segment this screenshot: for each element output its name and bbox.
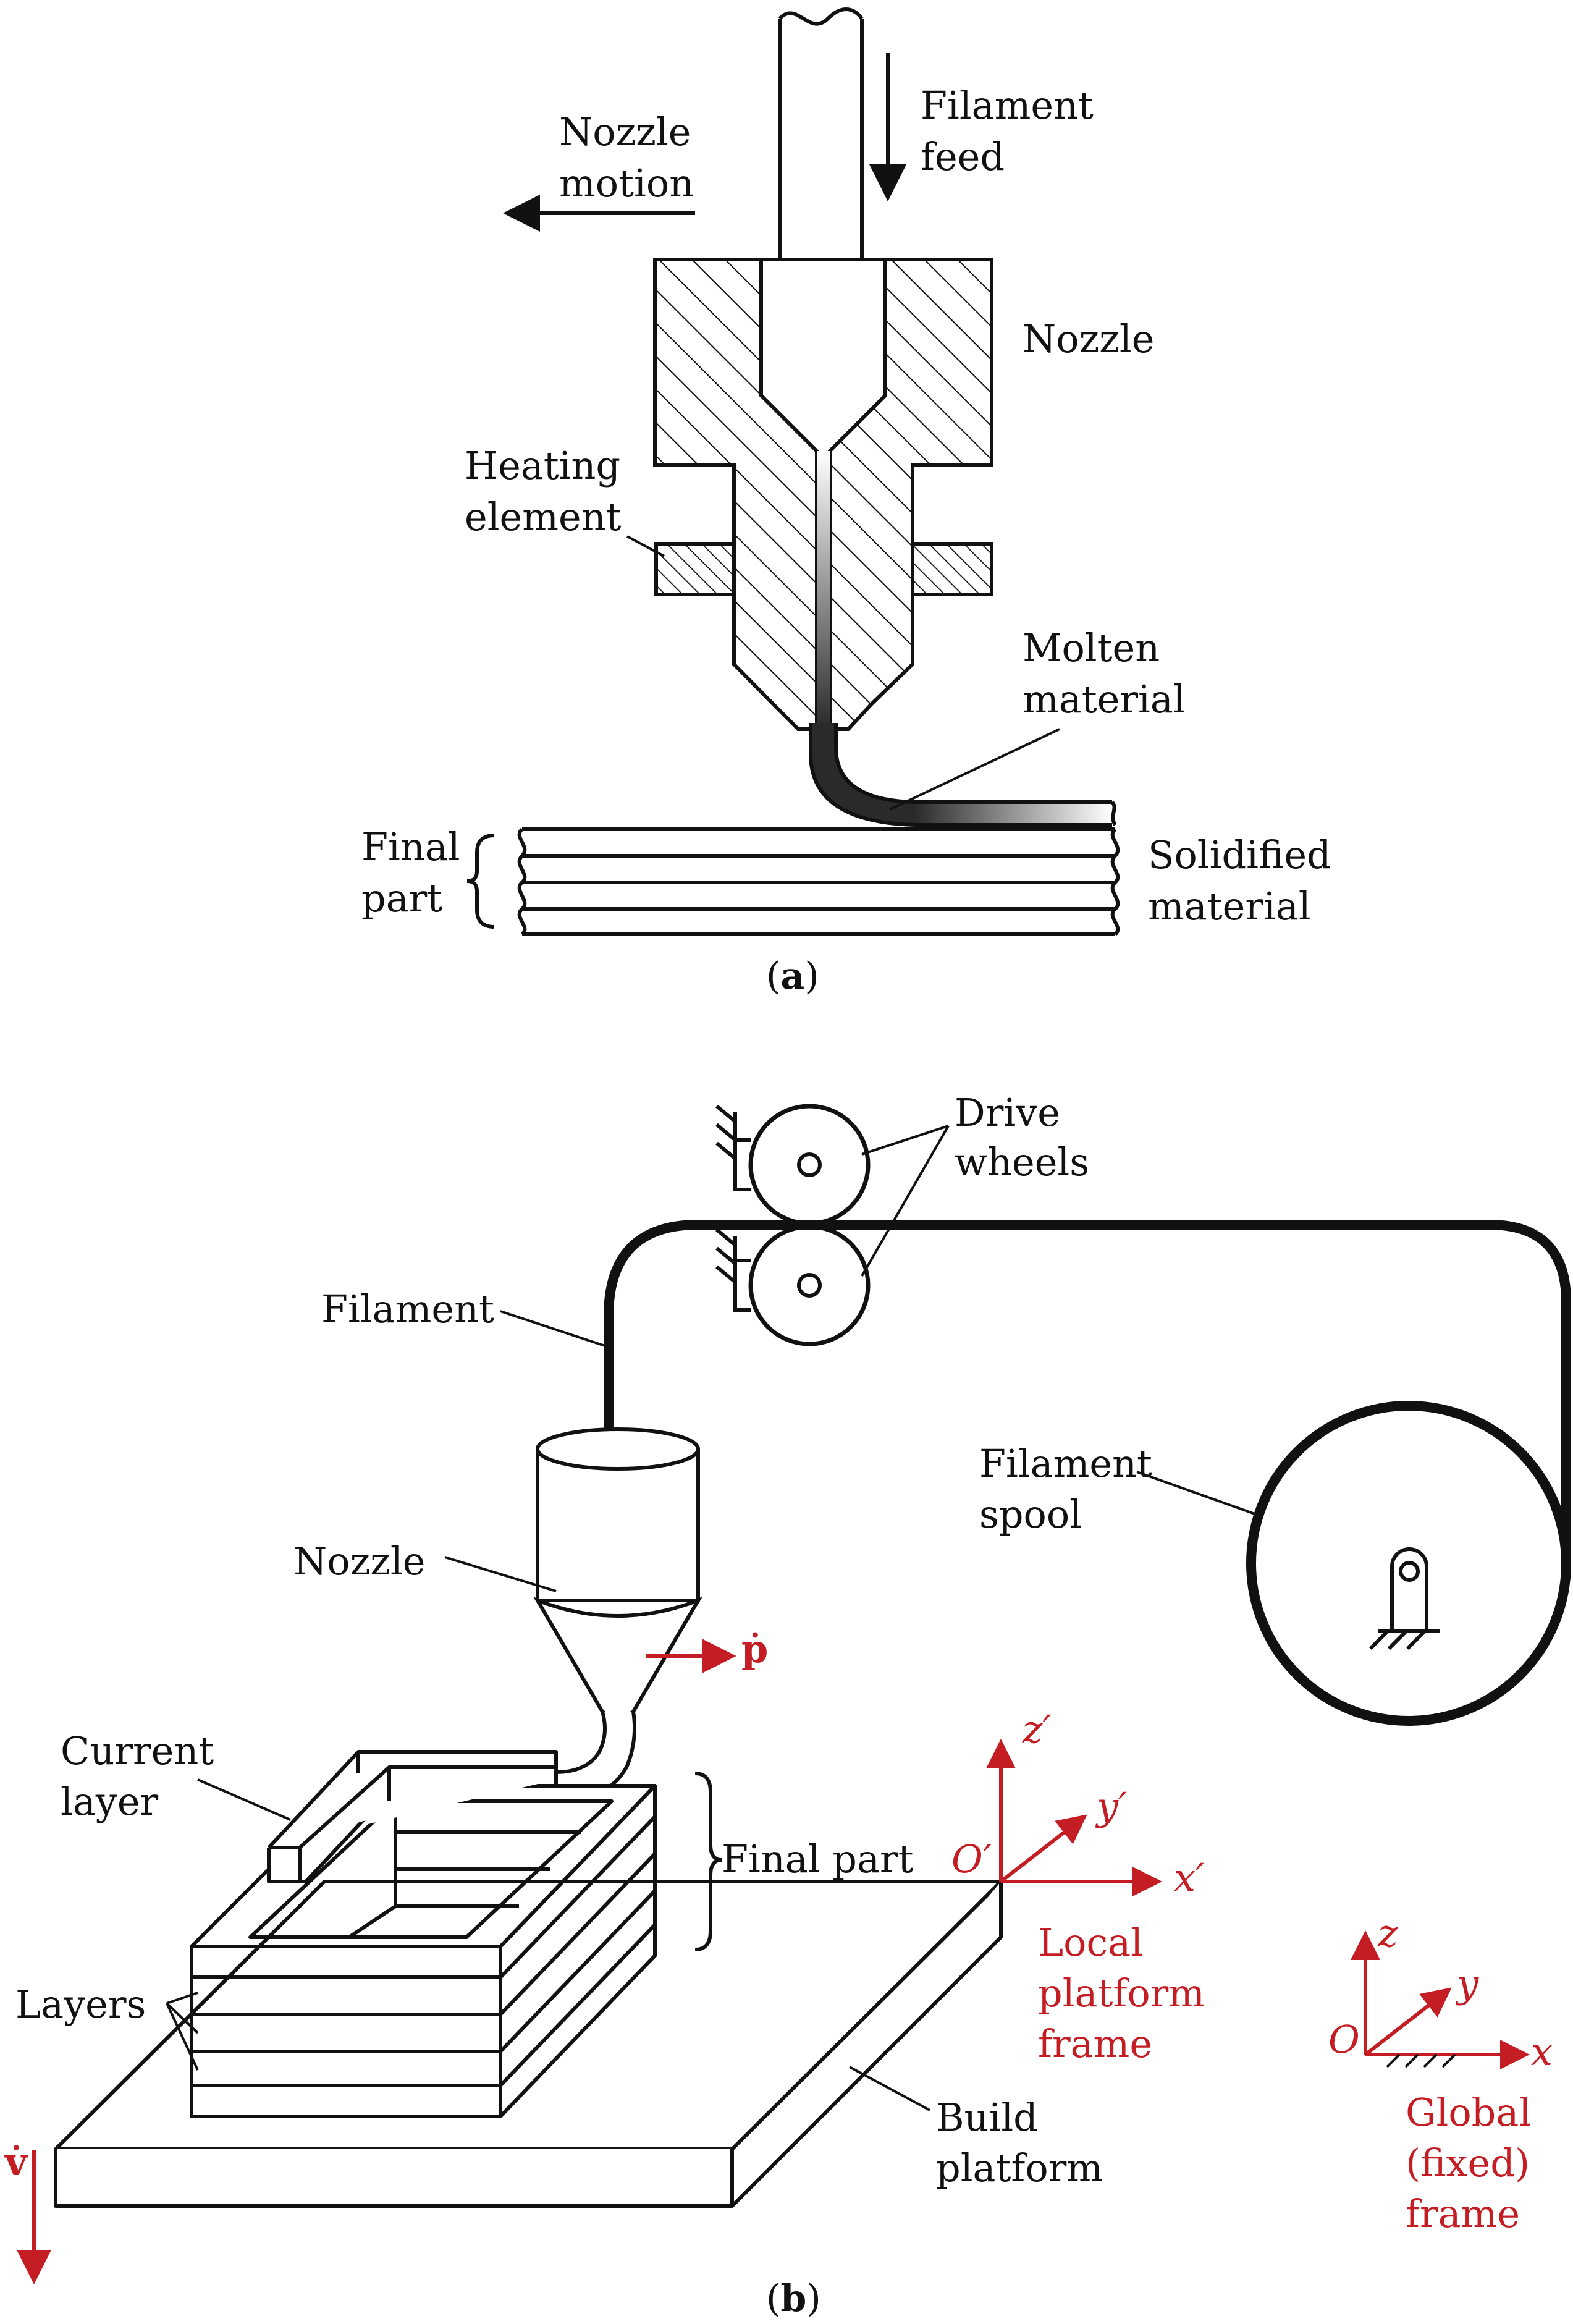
label-filament-feed: Filament feed [921,83,1106,179]
label-layers: Layers [15,1982,146,2027]
nozzle-body-a [653,258,993,731]
panel-a: Nozzle motion Filament feed Nozzle Heati… [361,7,1343,998]
molten-material-leader [889,728,1060,811]
label-nozzle-motion: Nozzle motion [559,109,703,206]
filament-spool [1246,1401,1571,1726]
caption-a: (a) [766,955,819,998]
label-solidified-material: Solidified material [1148,832,1343,929]
label-local-z: z′ [1022,1707,1052,1752]
final-part-layers-a [517,827,1120,936]
label-global-y: y [1455,1961,1479,2006]
filament-path [604,1220,1571,1557]
label-filament-b: Filament [321,1287,494,1332]
label-local-x: x′ [1174,1855,1204,1900]
final-part-b [190,1750,657,2118]
global-frame-ground-hatch [1386,2053,1456,2068]
label-v-dot: v̇ [4,2139,28,2184]
nozzle-b [533,1427,702,1804]
filament-a [778,7,864,260]
label-final-part-a: Final part [361,824,472,921]
caption-b: (b) [766,2277,821,2320]
label-p-dot: ṗ [741,1626,768,1671]
label-final-part-b: Final part [722,1836,914,1882]
label-global-fixed-frame: Global (fixed) frame [1406,2090,1543,2236]
heating-element-left [654,542,736,596]
heating-element-right [911,542,993,596]
final-part-brace-a [466,834,495,929]
label-heating-element: Heating element [465,443,633,539]
panel-b: Drive wheels Filament Filament spool Noz… [4,1090,1571,2320]
label-global-origin: O [1328,2017,1360,2062]
label-filament-spool: Filament spool [979,1441,1165,1537]
label-drive-wheels: Drive wheels [955,1090,1089,1185]
leaders-b [166,1125,1264,2111]
label-current-layer: Current layer [61,1728,226,1824]
heating-element-leader [626,535,665,557]
label-local-origin: O′ [951,1836,992,1882]
final-part-brace-b [694,1772,722,1951]
global-frame-axes [1351,1930,1530,2069]
label-global-z: z [1377,1911,1398,1956]
local-platform-frame-axes [986,1739,1162,1896]
label-local-platform-frame: Local platform frame [1038,1920,1217,2066]
label-local-y: y′ [1095,1784,1127,1829]
label-nozzle-a: Nozzle [1023,316,1154,361]
drive-wheels [715,1104,871,1346]
label-molten-material: Molten material [1023,625,1186,722]
label-build-platform: Build platform [936,2095,1103,2191]
label-nozzle-b: Nozzle [293,1539,425,1584]
label-global-x: x [1531,2029,1553,2074]
